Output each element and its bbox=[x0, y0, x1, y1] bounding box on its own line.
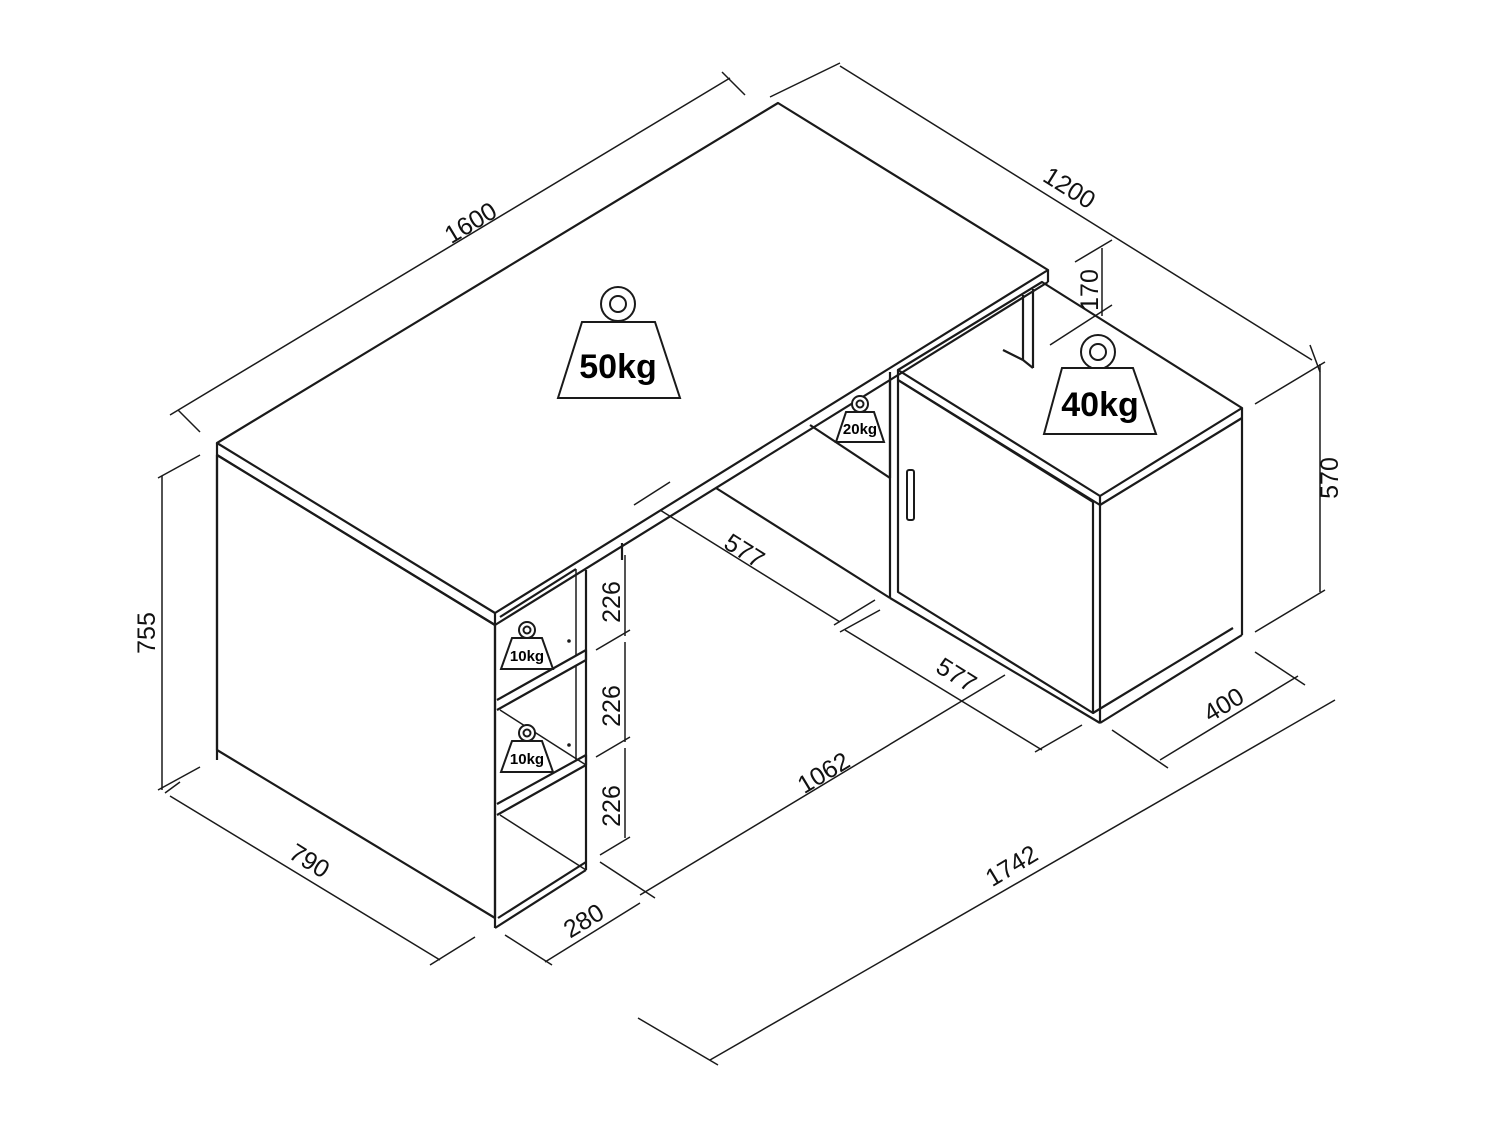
load-inner-shelf: 20kg bbox=[843, 421, 877, 438]
desk-outline bbox=[215, 101, 1244, 929]
dim-280: 280 bbox=[559, 898, 609, 943]
desktop-front-edge bbox=[215, 443, 497, 627]
shelf-unit bbox=[493, 568, 588, 929]
dim-226-mid: 226 bbox=[598, 685, 626, 727]
load-shelf-lower: 10kg bbox=[510, 751, 544, 768]
weight-icon-10kg-upper: 10kg bbox=[499, 621, 555, 670]
weight-icon-20kg: 20kg bbox=[834, 395, 886, 443]
dimension-lines bbox=[157, 62, 1336, 1066]
dim-1062: 1062 bbox=[793, 747, 855, 800]
dim-226-bottom: 226 bbox=[598, 785, 626, 827]
dim-755: 755 bbox=[133, 612, 161, 654]
dim-790: 790 bbox=[284, 838, 334, 884]
dim-1742: 1742 bbox=[981, 840, 1043, 893]
dim-170: 170 bbox=[1076, 269, 1104, 311]
door-handle bbox=[906, 469, 915, 521]
left-side-panel bbox=[215, 453, 497, 920]
dim-1200: 1200 bbox=[1038, 162, 1100, 215]
weight-icon-40kg: 40kg bbox=[1042, 334, 1158, 435]
weight-icon-50kg: 50kg bbox=[556, 286, 682, 399]
dim-577-upper: 577 bbox=[719, 528, 769, 574]
cabinet bbox=[888, 280, 1244, 724]
dimension-labels: 1600 1200 170 570 755 226 226 226 577 57… bbox=[133, 162, 1344, 944]
dim-570: 570 bbox=[1316, 457, 1344, 499]
desktop-right-edge bbox=[494, 281, 1049, 626]
dim-400: 400 bbox=[1199, 682, 1249, 727]
weight-icon-10kg-lower: 10kg bbox=[499, 724, 555, 773]
load-desktop: 50kg bbox=[579, 348, 657, 386]
dim-1600: 1600 bbox=[440, 197, 502, 250]
load-cabinet: 40kg bbox=[1061, 386, 1139, 424]
cabinet-door bbox=[896, 378, 1095, 715]
dim-226-top: 226 bbox=[598, 581, 626, 623]
load-shelf-upper: 10kg bbox=[510, 648, 544, 665]
dim-577-lower: 577 bbox=[931, 652, 981, 698]
